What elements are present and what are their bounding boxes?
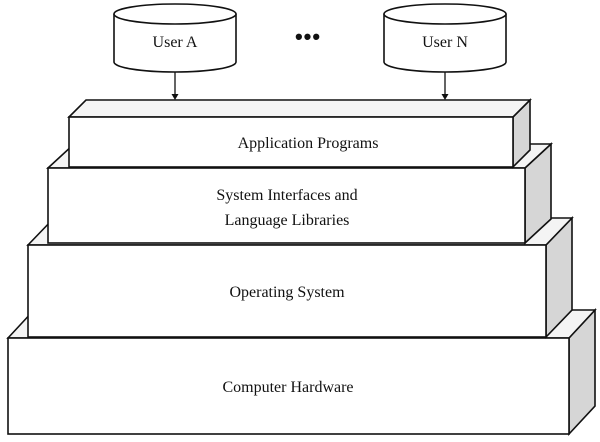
user-n-arrow (441, 72, 449, 100)
user-n-label: User N (422, 34, 468, 51)
user-a-arrow (171, 72, 179, 100)
users-ellipsis: ••• (295, 24, 321, 49)
layer-application-programs-label: Application Programs (238, 135, 379, 152)
layer-operating-system-front (27, 244, 547, 338)
layer-computer-hardware-label: Computer Hardware (222, 379, 353, 396)
user-a-cylinder: User A (113, 3, 237, 73)
user-n-cylinder: User N (383, 3, 507, 73)
layer-system-interfaces-label-line-2: Language Libraries (225, 212, 350, 229)
layer-application-programs: Application Programs (67, 98, 532, 169)
user-n-cylinder-top (383, 3, 507, 25)
layer-application-programs-top (67, 99, 532, 118)
layer-application-programs-front (68, 116, 514, 168)
user-a-cylinder-top (113, 3, 237, 25)
user-a-label: User A (153, 34, 198, 51)
layer-system-interfaces-front (47, 167, 526, 244)
layer-system-interfaces-label-line-1: System Interfaces and (216, 187, 357, 204)
layer-computer-hardware-front (7, 337, 570, 435)
layer-operating-system-label: Operating System (229, 284, 345, 301)
